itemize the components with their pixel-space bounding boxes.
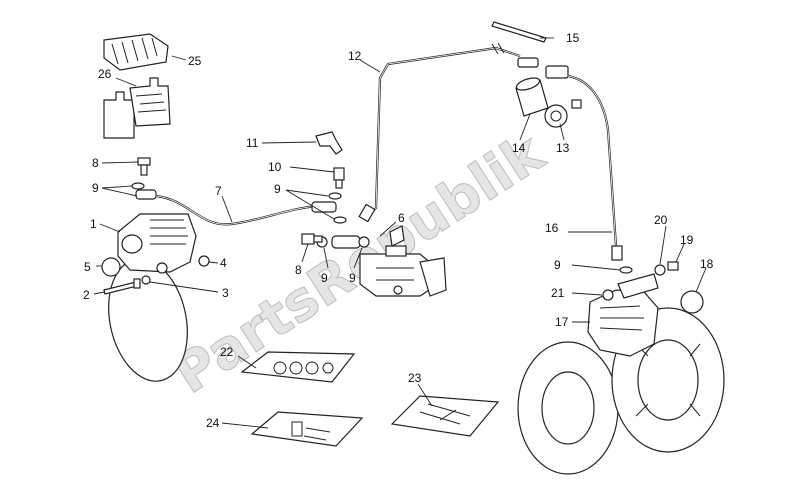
callout-2: 2 [83,288,90,302]
part-6-master-cylinder [359,245,447,297]
part-14-sleeve [515,77,549,117]
leader-lines [93,37,707,429]
callout-9-center-b: 9 [349,271,356,285]
callout-14: 14 [512,141,526,155]
part-17-rear-caliper [587,273,659,357]
callout-19: 19 [680,233,694,247]
callout-9-rear: 9 [554,258,561,272]
callout-8-center: 8 [295,263,302,277]
part-11-rubber-cap [315,131,343,155]
callout-3: 3 [222,286,229,300]
part-19-screw [667,261,679,271]
part-21-cap [602,289,614,301]
callout-23: 23 [408,371,422,385]
part-18-o-ring [680,290,704,314]
part-1-left-caliper [117,213,197,274]
callout-6: 6 [398,211,405,225]
banjo-fitting-mc [331,235,361,249]
part-24-repair-kit-bag [250,411,364,447]
callout-7: 7 [215,184,222,198]
part-8-banjo-bolt [301,233,323,245]
part-26-brake-pads [103,77,171,139]
hose-fitting-rear [611,245,623,261]
line-fitting-lower [358,203,376,223]
callout-21: 21 [551,286,565,300]
callout-5: 5 [84,260,91,274]
callout-17: 17 [555,315,569,329]
part-15-cable-tie [491,21,547,43]
part-22-kit-bag [240,351,356,383]
part-13-clip [544,99,582,128]
part-7-brake-hose [155,194,319,226]
part-25-pad-cover [103,33,169,71]
callout-11: 11 [246,136,259,150]
part-8-bleed-screw [137,157,151,176]
rear-brake-disc-back [517,341,619,475]
part-23-seal-kit-bag [390,395,500,437]
part-16-brake-hose [567,74,618,247]
callout-25: 25 [188,54,202,68]
callout-12: 12 [348,49,362,63]
part-5-o-ring [101,257,121,277]
callout-20: 20 [654,213,668,227]
part-9-washer-rear [619,266,633,274]
part-10-bleed-valve [333,167,345,189]
callout-13: 13 [556,141,570,155]
callout-22: 22 [220,345,234,359]
part-9-washer-upper-a [328,192,342,200]
callout-24: 24 [206,416,220,430]
callout-9-left: 9 [92,181,99,195]
part-2-bolt [103,278,141,295]
banjo-fitting-center [311,201,337,213]
callout-26: 26 [98,67,112,81]
callout-9-center-a: 9 [321,271,328,285]
callout-9-upper: 9 [274,182,281,196]
callout-4: 4 [220,256,227,270]
reservoir-adapter [389,225,405,247]
callout-8-left: 8 [92,156,99,170]
part-3-washer [141,275,151,285]
part-9-washer-left-a [131,182,145,190]
part-20-washer [654,264,666,276]
part-9-washer-mc-b [358,236,370,248]
callout-18: 18 [700,257,714,271]
callout-15: 15 [566,31,580,45]
line-fitting-upper [517,57,569,79]
part-4-cap [198,255,210,267]
banjo-fitting-left [135,189,157,200]
part-9-washer-upper-b [333,216,347,224]
callout-1: 1 [90,217,97,231]
callout-10: 10 [268,160,282,174]
callout-16: 16 [545,221,559,235]
